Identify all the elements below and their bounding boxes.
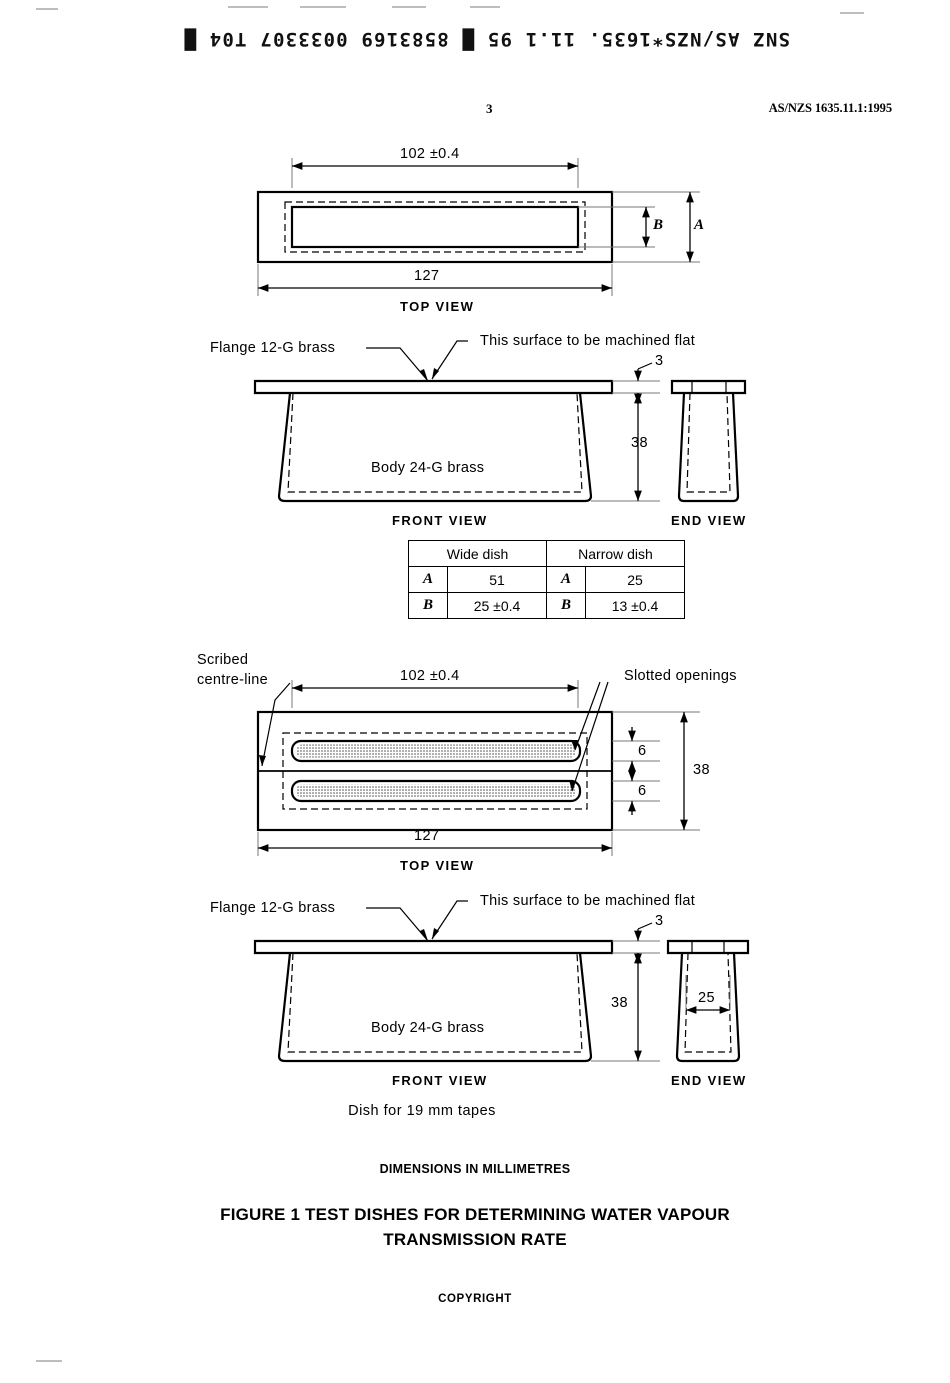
- dim-a-top-outer-length: 127: [414, 268, 440, 284]
- cell-narrow-value-b: 13 ±0.4: [585, 592, 685, 619]
- note-a-flange: Flange 12-G brass: [210, 340, 336, 356]
- figure-title-line-2: TRANSMISSION RATE: [383, 1230, 567, 1249]
- note-b-scribed-line-1: Scribed: [197, 652, 249, 668]
- cell-wide-value-b: 25 ±0.4: [447, 592, 547, 619]
- cell-wide-label-b: B: [408, 592, 448, 619]
- dim-b-slot-1: 6: [638, 743, 647, 759]
- table-header-row: Wide dish Narrow dish: [408, 540, 685, 567]
- note-a-body: Body 24-G brass: [371, 460, 485, 476]
- label-a-top-view: TOP VIEW: [400, 299, 475, 314]
- scan-artifact: [36, 8, 58, 10]
- label-b-front-view: FRONT VIEW: [392, 1073, 488, 1088]
- dim-b-top-inner-length: 102 ±0.4: [400, 668, 460, 684]
- note-b-scribed-line-2: centre-line: [197, 672, 268, 688]
- caption-dish-for-tapes: Dish for 19 mm tapes: [348, 1103, 496, 1119]
- dim-a-flange-thickness: 3: [655, 353, 664, 369]
- table-row: B 25 ±0.4 B 13 ±0.4: [408, 592, 685, 619]
- label-b-end-view: END VIEW: [671, 1073, 747, 1088]
- note-b-flange: Flange 12-G brass: [210, 900, 336, 916]
- scan-artifact: [840, 12, 864, 14]
- cell-wide-label-a: A: [408, 566, 448, 593]
- dim-b-depth: 38: [611, 995, 628, 1011]
- cell-narrow-label-a: A: [546, 566, 586, 593]
- scan-artifact: [392, 6, 426, 8]
- standard-reference: AS/NZS 1635.11.1:1995: [768, 101, 892, 115]
- dim-b-flange-thickness: 3: [655, 913, 664, 929]
- dim-a-height-b: B: [653, 217, 664, 233]
- note-a-machined-surface: This surface to be machined flat: [480, 333, 696, 349]
- scan-artifact: [300, 6, 346, 8]
- dim-b-slot-2: 6: [638, 783, 647, 799]
- note-b-machined-surface: This surface to be machined flat: [480, 893, 696, 909]
- scan-artifact: [470, 6, 500, 8]
- cell-narrow-value-a: 25: [585, 566, 685, 593]
- dim-a-height-a: A: [694, 217, 705, 233]
- dim-a-depth: 38: [631, 435, 648, 451]
- page-number: 3: [486, 101, 493, 116]
- label-b-top-view: TOP VIEW: [400, 858, 475, 873]
- dim-b-end-inner-width: 25: [698, 990, 715, 1006]
- scan-artifact: [36, 1360, 62, 1362]
- dim-b-top-outer-length: 127: [414, 828, 440, 844]
- microfilm-header: SNZ AS/NZS*1635. 11.1 95 █ 8583169 00333…: [183, 28, 790, 50]
- figure-title-line-1: FIGURE 1 TEST DISHES FOR DETERMINING WAT…: [220, 1205, 730, 1224]
- units-note: DIMENSIONS IN MILLIMETRES: [379, 1162, 571, 1176]
- dim-a-top-inner-length: 102 ±0.4: [400, 146, 460, 162]
- label-a-end-view: END VIEW: [671, 513, 747, 528]
- dish-dimension-table: Wide dish Narrow dish A 51 A 25 B 25 ±0.…: [408, 540, 685, 619]
- dim-b-width: 38: [693, 762, 710, 778]
- cell-narrow-label-b: B: [546, 592, 586, 619]
- scan-artifact: [228, 6, 268, 8]
- table-row: A 51 A 25: [408, 566, 685, 593]
- table-header-narrow: Narrow dish: [546, 540, 685, 567]
- label-a-front-view: FRONT VIEW: [392, 513, 488, 528]
- note-b-slotted-openings: Slotted openings: [624, 668, 737, 684]
- copyright-footer: COPYRIGHT: [438, 1293, 512, 1305]
- note-b-body: Body 24-G brass: [371, 1020, 485, 1036]
- table-header-wide: Wide dish: [408, 540, 547, 567]
- cell-wide-value-a: 51: [447, 566, 547, 593]
